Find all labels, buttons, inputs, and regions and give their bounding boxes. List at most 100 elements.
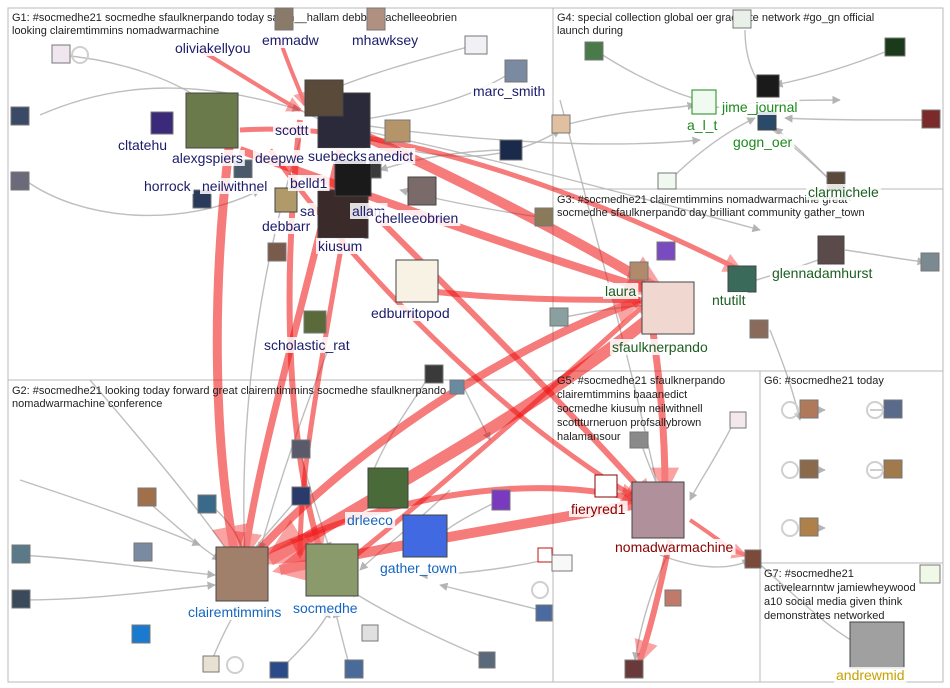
node-label-background [369,305,452,321]
group-caption-g6: G6: #socmedhe21 today [764,375,884,387]
node-scottturneruon-avatar[interactable] [304,79,344,117]
node-nomadwarmachine-avatar[interactable] [631,481,685,539]
node-thumb[interactable] [344,659,364,679]
node-thumb[interactable] [267,242,287,262]
node-thumb[interactable] [10,106,30,126]
group-caption-g5-line5: halamansour [557,431,621,443]
node-label-background [610,339,710,355]
node-thumb[interactable] [291,486,311,506]
node-thumb[interactable] [884,37,906,57]
node-sarah-hallam-avatar[interactable] [274,187,298,213]
node-a-l-t-avatar[interactable] [691,89,717,115]
node-thumb[interactable] [137,487,157,507]
node-alexgspiers-avatar[interactable] [185,92,239,149]
node-label-background [288,175,330,191]
node-thumb[interactable] [656,241,676,261]
node-thumb[interactable] [629,431,649,449]
node-glennadamhurst-avatar[interactable] [817,235,845,265]
node-thumb[interactable] [11,544,31,564]
node-thumb[interactable] [384,119,411,143]
node-thumb[interactable] [424,364,444,384]
node-andrewmid-avatar[interactable] [849,621,905,669]
node-rachelleeobrien-avatar[interactable] [407,176,437,206]
node-thumb[interactable] [749,319,769,339]
node-thumb[interactable] [920,252,940,272]
node-thumb[interactable] [664,589,682,607]
node-label-background [273,122,311,138]
node-thumb[interactable] [10,171,30,191]
node-thumb[interactable] [150,111,174,135]
group-caption-g3: G3: #socmedhe21 clairemtimmins nomadwarm… [557,194,847,206]
node-thumb[interactable] [551,114,571,134]
node-thumb[interactable] [624,659,644,679]
group-caption-g1: G1: #socmedhe21 socmedhe sfaulknerpando … [12,12,457,24]
node-drleeco-avatar[interactable] [367,467,409,509]
self-loop [781,461,799,479]
node-thumb[interactable] [534,207,554,227]
node-label-horrocks: horrock [144,178,192,194]
node-thumb[interactable] [537,547,553,563]
node-thumb[interactable] [551,554,573,572]
node-gather-town-avatar[interactable] [402,514,448,558]
node-thumb[interactable] [478,651,496,669]
node-thumb[interactable] [491,489,511,511]
node-thumb[interactable] [584,41,604,61]
node-label-background [260,218,313,234]
node-thumb[interactable] [657,172,677,190]
node-thumb[interactable] [919,564,941,584]
node-thumb[interactable] [732,9,752,29]
node-thumb[interactable] [131,624,151,644]
node-thumb[interactable] [464,35,488,55]
group-caption-g1-line2: looking clairemtimmins nomadwarmachine [12,25,219,37]
group-caption-g7: G7: #socmedhe21 [764,568,854,580]
node-sfaulknerpando-avatar[interactable] [641,281,695,335]
node-label-background [471,83,548,99]
node-thumb[interactable] [197,494,217,514]
node-thumb[interactable] [51,44,71,64]
node-label-background [170,150,245,166]
node-label-belld1: belld1 [290,175,328,191]
node-jime-journal-avatar[interactable] [756,74,780,98]
node-thumb[interactable] [202,655,220,673]
node-thumb[interactable] [449,379,465,395]
node-thumb[interactable] [799,517,819,537]
node-ntutilt-avatar[interactable] [727,265,757,293]
node-thumb[interactable] [883,459,903,479]
node-edburritopod-avatar[interactable] [395,259,439,303]
node-fieryred1-avatar[interactable] [594,474,618,498]
self-loop [226,656,244,674]
node-thumb[interactable] [883,399,903,419]
node-thumb[interactable] [729,411,747,429]
node-label-background [350,32,421,48]
node-thumb[interactable] [361,624,379,642]
node-label-background [603,283,639,299]
node-thumb[interactable] [799,459,819,479]
node-label-sarah-hallam: sa [300,203,315,219]
node-thumb[interactable] [11,589,31,609]
node-label-laura: laura [605,283,636,299]
node-label-kiusum: kiusum [318,238,362,254]
node-thumb[interactable] [504,59,528,83]
node-thumb[interactable] [303,310,327,334]
node-thumb[interactable] [269,661,289,679]
node-thumb[interactable] [921,109,941,129]
node-thumb[interactable] [744,549,762,569]
node-thumb[interactable] [133,542,153,562]
node-thumb[interactable] [291,439,311,459]
group-caption-g2: G2: #socmedhe21 looking today forward gr… [12,385,446,397]
node-socmedhe-avatar[interactable] [305,543,359,597]
group-caption-g5-line2: clairemtimmins baaanedict [557,389,687,401]
node-belld1-avatar[interactable] [334,159,372,197]
node-thumb[interactable] [799,399,819,419]
node-thumb[interactable] [366,7,386,31]
node-label-background [569,501,628,517]
node-clairemtimmins-avatar[interactable] [215,546,269,602]
node-thumb[interactable] [549,307,569,327]
node-label-background [316,238,365,254]
node-thumb[interactable] [499,139,523,161]
node-label-scholastic-rat: scholastic_rat [264,337,350,353]
node-thumb[interactable] [629,261,649,281]
node-thumb[interactable] [274,7,294,31]
group-caption-g4-line2: launch during [557,25,623,37]
node-thumb[interactable] [535,604,553,622]
